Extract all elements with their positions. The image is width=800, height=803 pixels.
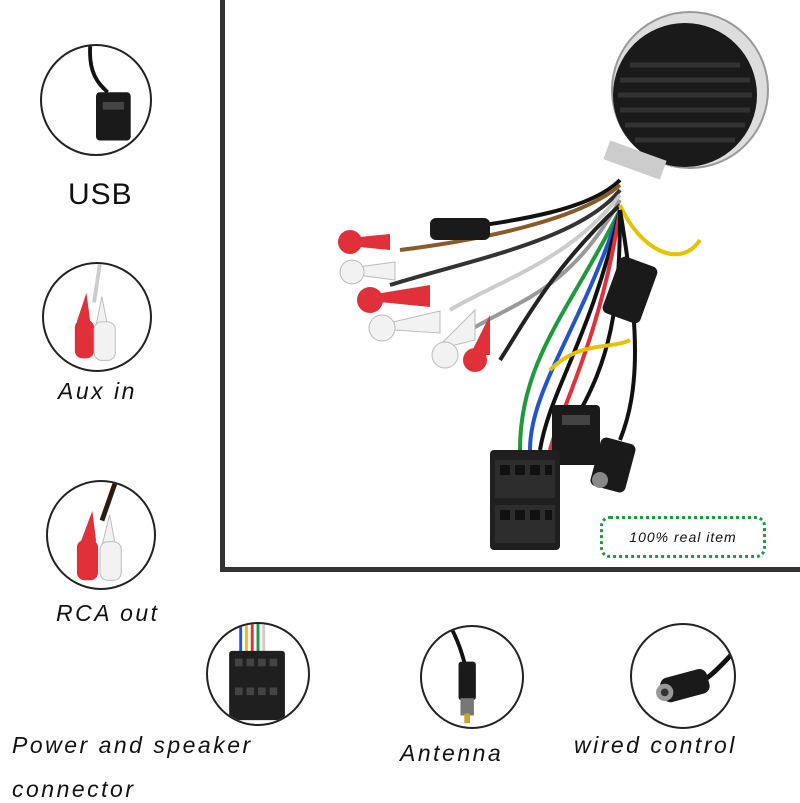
power-speaker-circle (206, 622, 310, 726)
wired-control-label: wired control (574, 732, 737, 758)
power-speaker-label-line2: connector (12, 776, 136, 802)
antenna-plug-icon (449, 627, 476, 724)
wired-control-circle (630, 623, 736, 729)
real-item-badge: 100% real item (600, 516, 766, 558)
usb-connector-icon (88, 46, 131, 141)
antenna-label: Antenna (400, 740, 504, 766)
rca-plugs-cluster-icon (338, 230, 490, 372)
product-wiring-harness-image (338, 11, 769, 550)
product-photo-frame (220, 0, 800, 572)
aux-in-circle (42, 262, 152, 372)
iso-connector-icon (229, 624, 285, 721)
rca-out-circle (46, 480, 156, 590)
usb-label: USB (68, 178, 133, 211)
jack-socket-icon (656, 652, 734, 703)
aux-in-label: Aux in (58, 378, 137, 404)
rca-plugs-icon (76, 482, 122, 581)
rca-plugs-icon (74, 264, 116, 361)
power-speaker-label-line1: Power and speaker (12, 732, 253, 758)
real-item-badge-text: 100% real item (629, 529, 737, 545)
marine-radio-body-icon (603, 11, 769, 180)
iso-connector-block-icon (490, 450, 560, 550)
usb-connector-circle (40, 44, 152, 156)
rca-out-label: RCA out (56, 600, 160, 626)
antenna-circle (420, 625, 524, 729)
